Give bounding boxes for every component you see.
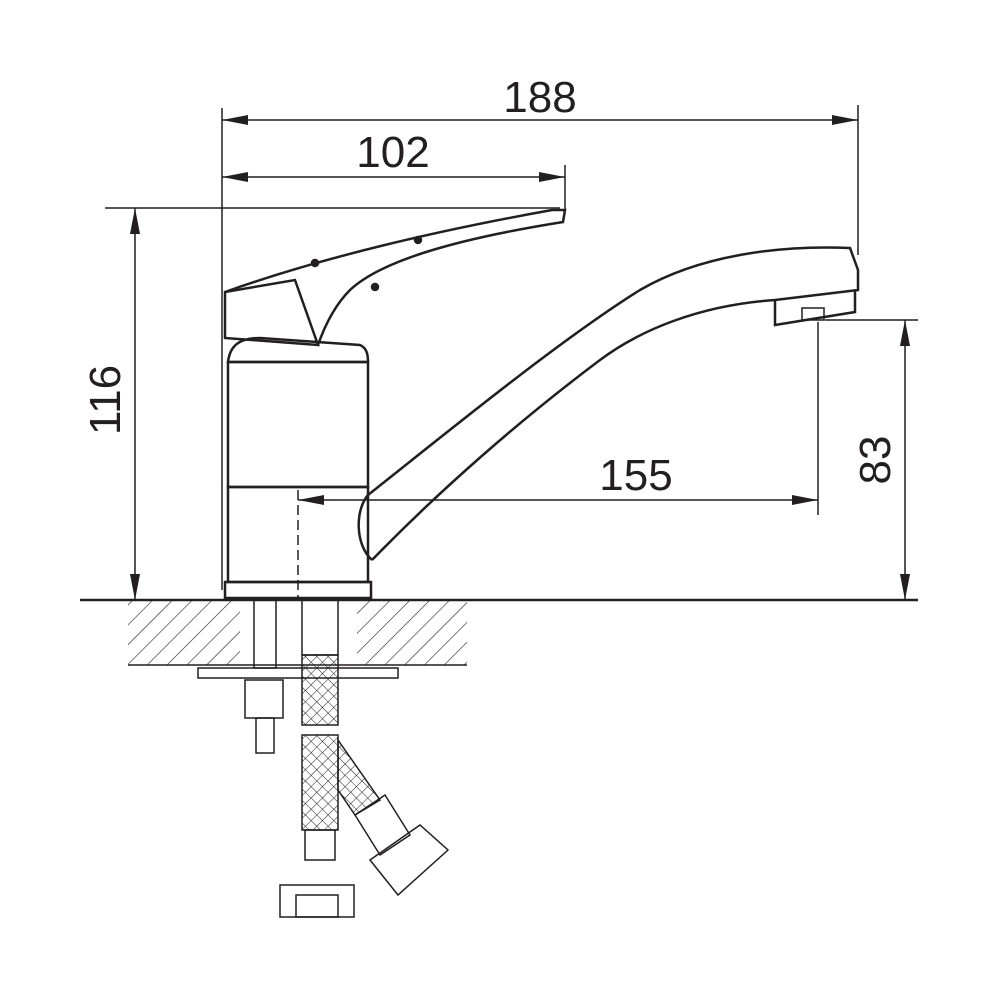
dimension-overall-length: 188 — [222, 73, 858, 125]
dimension-label-188: 188 — [503, 73, 576, 122]
dimension-label-102: 102 — [356, 128, 429, 177]
faucet-spout — [357, 246, 860, 561]
dimension-spout-height: 83 — [851, 320, 910, 600]
faucet-handle — [223, 208, 567, 347]
dimension-label-155: 155 — [599, 451, 672, 500]
extension-lines — [105, 105, 918, 600]
dimension-label-83: 83 — [851, 436, 900, 485]
dimension-label-116: 116 — [81, 365, 130, 435]
dimension-spout-reach: 155 — [298, 451, 818, 505]
dimension-total-height: 116 — [81, 208, 140, 600]
mounting-hardware — [244, 599, 450, 918]
faucet-body — [223, 336, 373, 600]
countertop — [80, 598, 918, 679]
dimension-handle-reach: 102 — [222, 128, 565, 182]
